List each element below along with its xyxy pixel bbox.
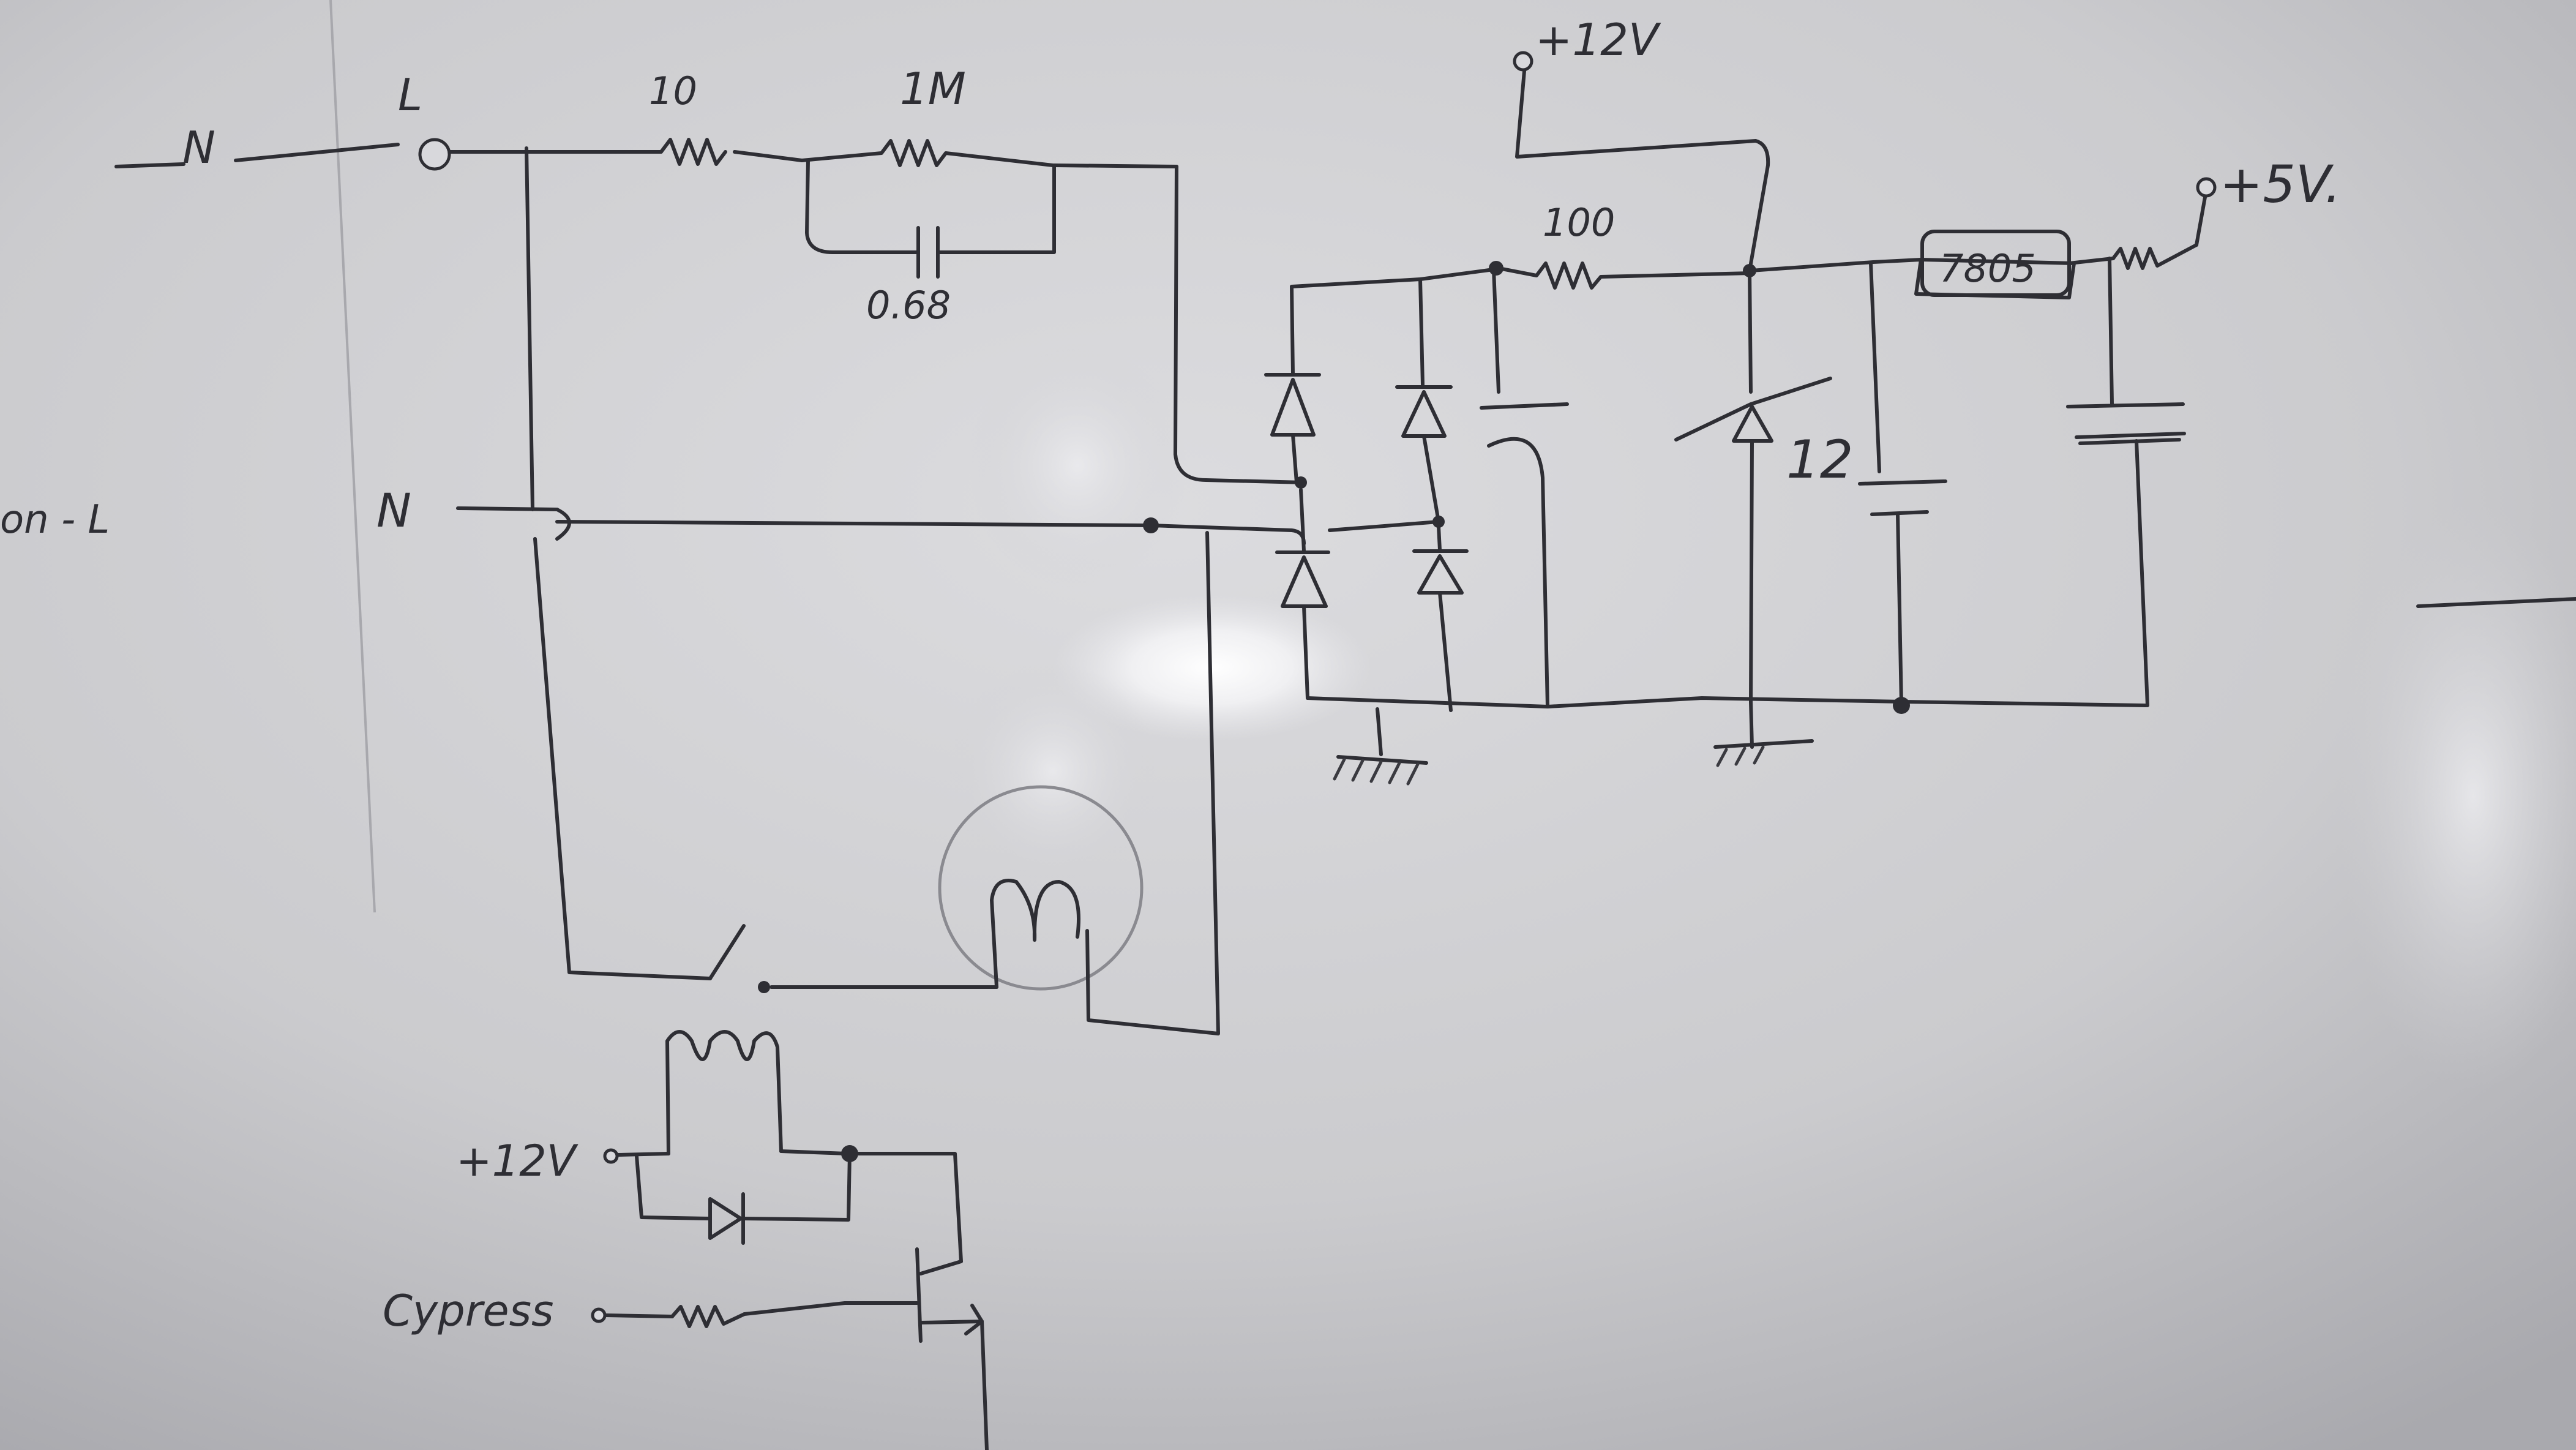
light-reflection: [949, 661, 1157, 882]
resistor-100: [1497, 261, 1753, 290]
relay-driver-section: +12V Cypress: [383, 1030, 989, 1450]
lamp-circle: [938, 785, 1144, 991]
control-input-terminal: [591, 1307, 607, 1323]
ground-symbol: [1336, 755, 1428, 765]
capacitor-plate: [1858, 479, 1947, 486]
resistor-10: [659, 138, 727, 166]
resistor-output: [2111, 243, 2198, 270]
bridge-node: [1295, 476, 1307, 489]
label-regulator: 7805: [1939, 246, 2036, 291]
transistor-emitter: [919, 1320, 984, 1324]
label-neutral-short: N: [376, 483, 411, 538]
supply-12v-terminal: [1513, 51, 1533, 72]
label-zener: 12: [1786, 429, 1853, 490]
ground-node: [1893, 697, 1910, 714]
switch-contact: [708, 924, 746, 980]
regulator-7805: [1914, 258, 2076, 299]
relay-coil: [665, 1030, 783, 1155]
lamp-filament: [990, 879, 1080, 989]
terminal-l-node: [418, 138, 451, 171]
transistor-base-bar: [915, 1247, 923, 1343]
label-relay-supply: +12V: [456, 1136, 578, 1186]
output-capacitor-plate: [2075, 432, 2186, 439]
label-r-series-2: 1M: [900, 63, 966, 115]
output-5v-terminal: [2196, 177, 2217, 198]
resistor-1m: [800, 139, 1055, 167]
resistor-base: [670, 1305, 746, 1328]
bridge-rectifier: [1264, 268, 2148, 786]
switched-line-section: on - L N: [0, 146, 1306, 1035]
label-supply-12v-top: +12V: [1535, 14, 1661, 66]
switch-pivot: [758, 981, 770, 993]
filter-section: 100 +12V: [1480, 14, 1770, 708]
output-capacitor-plate: [2066, 402, 2185, 408]
light-reflection: [967, 343, 1188, 588]
light-reflection: [2338, 502, 2576, 1090]
label-r-feed: 100: [1543, 200, 1615, 245]
ground-symbol: [1713, 739, 1814, 749]
label-out-5v: +5V.: [2220, 154, 2341, 214]
filter-capacitor-plate: [1480, 402, 1569, 410]
flyback-diode: [708, 1197, 743, 1240]
label-c-series: 0.68: [866, 283, 951, 328]
relay-supply-terminal: [603, 1148, 619, 1164]
regulator-section: 12 7805 +5V.: [1674, 154, 2576, 767]
capacitor-plate: [1870, 510, 1929, 516]
label-r-series-1: 10: [649, 69, 697, 113]
ac-input-section: N L 10 1M 0.68: [114, 63, 1306, 484]
filter-capacitor-curve: [1487, 437, 1549, 708]
label-control-input: Cypress: [383, 1286, 554, 1336]
label-terminal-l: L: [398, 69, 422, 121]
zener-bar: [1674, 377, 1832, 441]
label-terminal-n: N: [182, 122, 215, 173]
label-switched-input: on - L: [0, 497, 110, 543]
